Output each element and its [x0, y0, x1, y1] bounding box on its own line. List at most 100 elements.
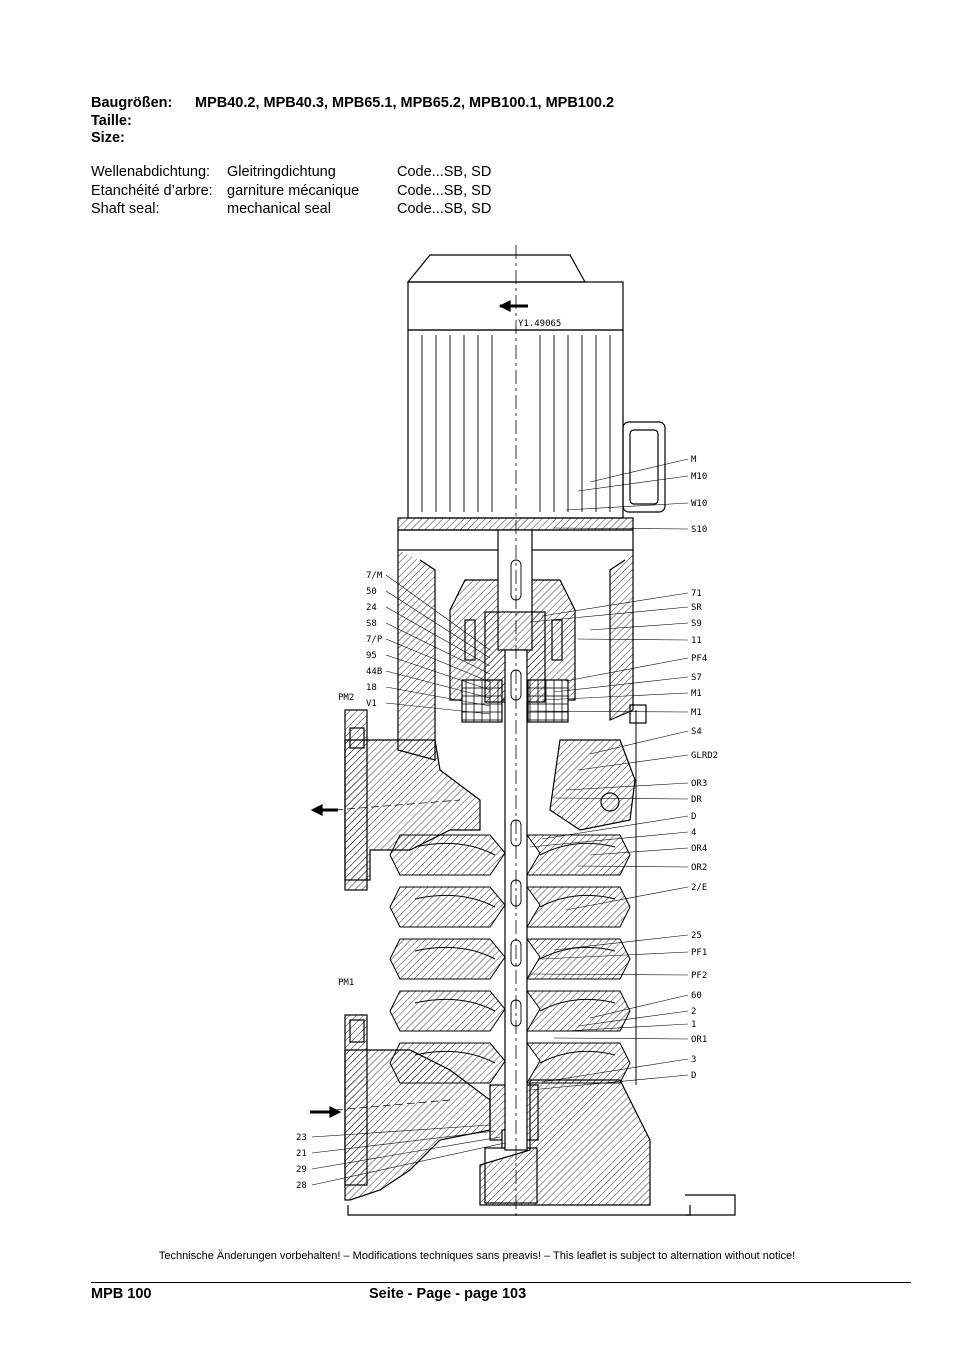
part-label-left: 7/M	[366, 571, 383, 581]
leader-line	[565, 886, 689, 911]
part-label-right: D	[691, 1071, 696, 1081]
pm2-plug	[349, 727, 365, 749]
leader-line	[553, 676, 689, 693]
part-label-right: OR1	[691, 1035, 707, 1045]
part-label-right: W10	[691, 499, 707, 509]
leader-line	[541, 951, 689, 960]
part-label-right: GLRD2	[691, 751, 718, 761]
seal-type: mechanical seal	[227, 201, 331, 217]
leader-line	[589, 847, 689, 856]
leader-line	[385, 654, 491, 691]
leader-line	[589, 458, 689, 483]
impeller-stage	[389, 990, 631, 1032]
document-header: Baugrößen: MPB40.2, MPB40.3, MPB65.1, MPB…	[91, 95, 614, 148]
part-label-right: 4	[691, 828, 696, 838]
leader-line	[553, 797, 689, 800]
part-label-right: PF4	[691, 654, 707, 664]
part-label-right: M	[691, 455, 697, 465]
part-label-right: S4	[691, 727, 702, 737]
seal-label: Shaft seal:	[91, 201, 160, 217]
part-label-left: 44B	[366, 667, 382, 677]
impeller-stage	[389, 938, 631, 980]
part-label-left: 18	[366, 683, 377, 693]
part-label-right: PF2	[691, 971, 707, 981]
part-label-right: 2	[691, 1007, 696, 1017]
leader-line	[385, 638, 491, 683]
seal-label: Wellenabdichtung:	[91, 164, 211, 180]
part-label-right: PF1	[691, 948, 707, 958]
part-label-right: M10	[691, 472, 707, 482]
base-plate	[347, 1205, 691, 1216]
part-label-right: 71	[691, 589, 702, 599]
part-label-right: D	[691, 812, 696, 822]
drain-plug-upper	[600, 792, 620, 812]
leader-line	[385, 686, 491, 707]
base-foot	[685, 1194, 736, 1216]
leader-line	[565, 1023, 689, 1032]
leader-line	[541, 1058, 689, 1083]
seal-bolt-left	[464, 619, 476, 661]
part-label-bottom-left: 23	[296, 1133, 307, 1143]
part-label-right: S9	[691, 619, 702, 629]
part-label-left: S8	[366, 619, 377, 629]
leader-line	[311, 1130, 496, 1154]
leader-line	[589, 994, 689, 1019]
upper-casing-right	[549, 739, 636, 831]
part-label-right: 60	[691, 991, 702, 1001]
part-label-right: S10	[691, 525, 707, 535]
shaft-seal-row: Wellenabdichtung: Gleitringdichtung Code..…	[91, 163, 491, 182]
part-label-left: 7/P	[366, 635, 383, 645]
seal-code: Code...SB, SD	[397, 164, 492, 180]
leader-line	[529, 1074, 689, 1091]
part-label-left: 24	[366, 603, 377, 613]
part-label-right: M1	[691, 708, 702, 718]
leader-line	[577, 475, 689, 492]
leader-line	[577, 865, 689, 868]
part-label-bottom-left: 21	[296, 1149, 307, 1159]
right-part-labels: MM10W10S1071SRS911PF4S7M1M1S4GLRD2OR3DRD…	[529, 455, 718, 1091]
motor-fan-cover	[406, 254, 587, 283]
outlet-arrow-head	[310, 804, 323, 816]
leader-line	[385, 702, 491, 715]
part-label-right: OR4	[691, 844, 707, 854]
leader-line	[311, 1142, 506, 1186]
size-label: Size:	[91, 130, 125, 146]
leader-line	[577, 1010, 689, 1027]
base-right	[479, 1079, 651, 1206]
terminal-box	[622, 421, 666, 513]
part-label-right: S7	[691, 673, 702, 683]
sizes-value: MPB40.2, MPB40.3, MPB65.1, MPB65.2, MPB1…	[195, 95, 615, 111]
inlet-arrow-head	[329, 1106, 342, 1118]
shaft-seal-row: Shaft seal: mechanical seal Code...SB, SD	[91, 200, 491, 219]
leader-line	[565, 502, 689, 511]
seal-label: Etanchéité d’arbre:	[91, 182, 213, 199]
part-label-right: 11	[691, 636, 702, 646]
leader-line	[541, 692, 689, 701]
motor-cooling-fins	[421, 335, 611, 512]
sizes-label: Baugrößen:	[91, 95, 173, 111]
part-label-left: 50	[366, 587, 377, 597]
part-label-right: 25	[691, 931, 702, 941]
leader-line	[385, 574, 491, 651]
leader-line	[565, 782, 689, 791]
footer-model: MPB 100	[91, 1286, 152, 1302]
taille-label: Taille:	[91, 112, 132, 129]
part-label-right: 1	[691, 1020, 696, 1030]
leader-line	[565, 657, 689, 682]
part-label-right: DR	[691, 795, 702, 805]
part-label-right: OR2	[691, 863, 707, 873]
part-label-right: 3	[691, 1055, 696, 1065]
leader-line	[385, 670, 491, 699]
tie-rod-nut-upper	[629, 704, 647, 724]
leader-line	[577, 754, 689, 771]
seal-type: Gleitringdichtung	[227, 164, 336, 180]
seal-code: Code...SB, SD	[397, 201, 492, 217]
rotation-arrow-head	[498, 300, 511, 312]
leader-line	[553, 934, 689, 951]
leader-line	[385, 606, 491, 667]
